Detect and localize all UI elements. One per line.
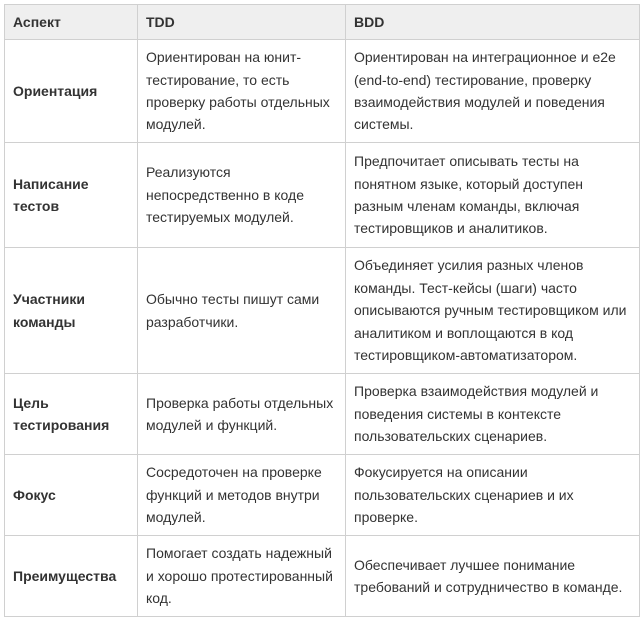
header-tdd: TDD [137,4,346,40]
bdd-cell: Ориентирован на интеграционное и e2e (en… [345,39,640,143]
table-row: Ориентация Ориентирован на юнит-тестиров… [4,39,640,143]
aspect-cell: Ориентация [4,39,138,143]
bdd-cell: Предпочитает описывать тесты на понятном… [345,142,640,248]
tdd-cell: Помогает создать надежный и хорошо проте… [137,535,346,617]
aspect-cell: Цель тестирования [4,373,138,455]
header-row: Аспект TDD BDD [4,4,640,40]
bdd-cell: Фокусируется на описании пользовательски… [345,454,640,536]
tdd-cell: Ориентирован на юнит-тестирование, то ес… [137,39,346,143]
header-aspect: Аспект [4,4,138,40]
table-header: Аспект TDD BDD [4,4,640,40]
bdd-cell: Объединяет усилия разных членов команды.… [345,247,640,374]
bdd-cell: Обеспечивает лучшее понимание требований… [345,535,640,617]
tdd-cell: Обычно тесты пишут сами разработчики. [137,247,346,374]
tdd-cell: Сосредоточен на проверке функций и метод… [137,454,346,536]
comparison-table-container: Аспект TDD BDD Ориентация Ориентирован н… [4,4,640,617]
aspect-cell: Написание тестов [4,142,138,248]
aspect-cell: Участники команды [4,247,138,374]
aspect-cell: Фокус [4,454,138,536]
table-row: Участники команды Обычно тесты пишут сам… [4,247,640,374]
tdd-bdd-comparison-table: Аспект TDD BDD Ориентация Ориентирован н… [4,4,640,617]
table-row: Преимущества Помогает создать надежный и… [4,535,640,617]
table-row: Написание тестов Реализуются непосредств… [4,142,640,248]
table-row: Фокус Сосредоточен на проверке функций и… [4,454,640,536]
table-row: Цель тестирования Проверка работы отдель… [4,373,640,455]
table-body: Ориентация Ориентирован на юнит-тестиров… [4,39,640,617]
tdd-cell: Реализуются непосредственно в коде тести… [137,142,346,248]
tdd-cell: Проверка работы отдельных модулей и функ… [137,373,346,455]
bdd-cell: Проверка взаимодействия модулей и поведе… [345,373,640,455]
aspect-cell: Преимущества [4,535,138,617]
header-bdd: BDD [345,4,640,40]
